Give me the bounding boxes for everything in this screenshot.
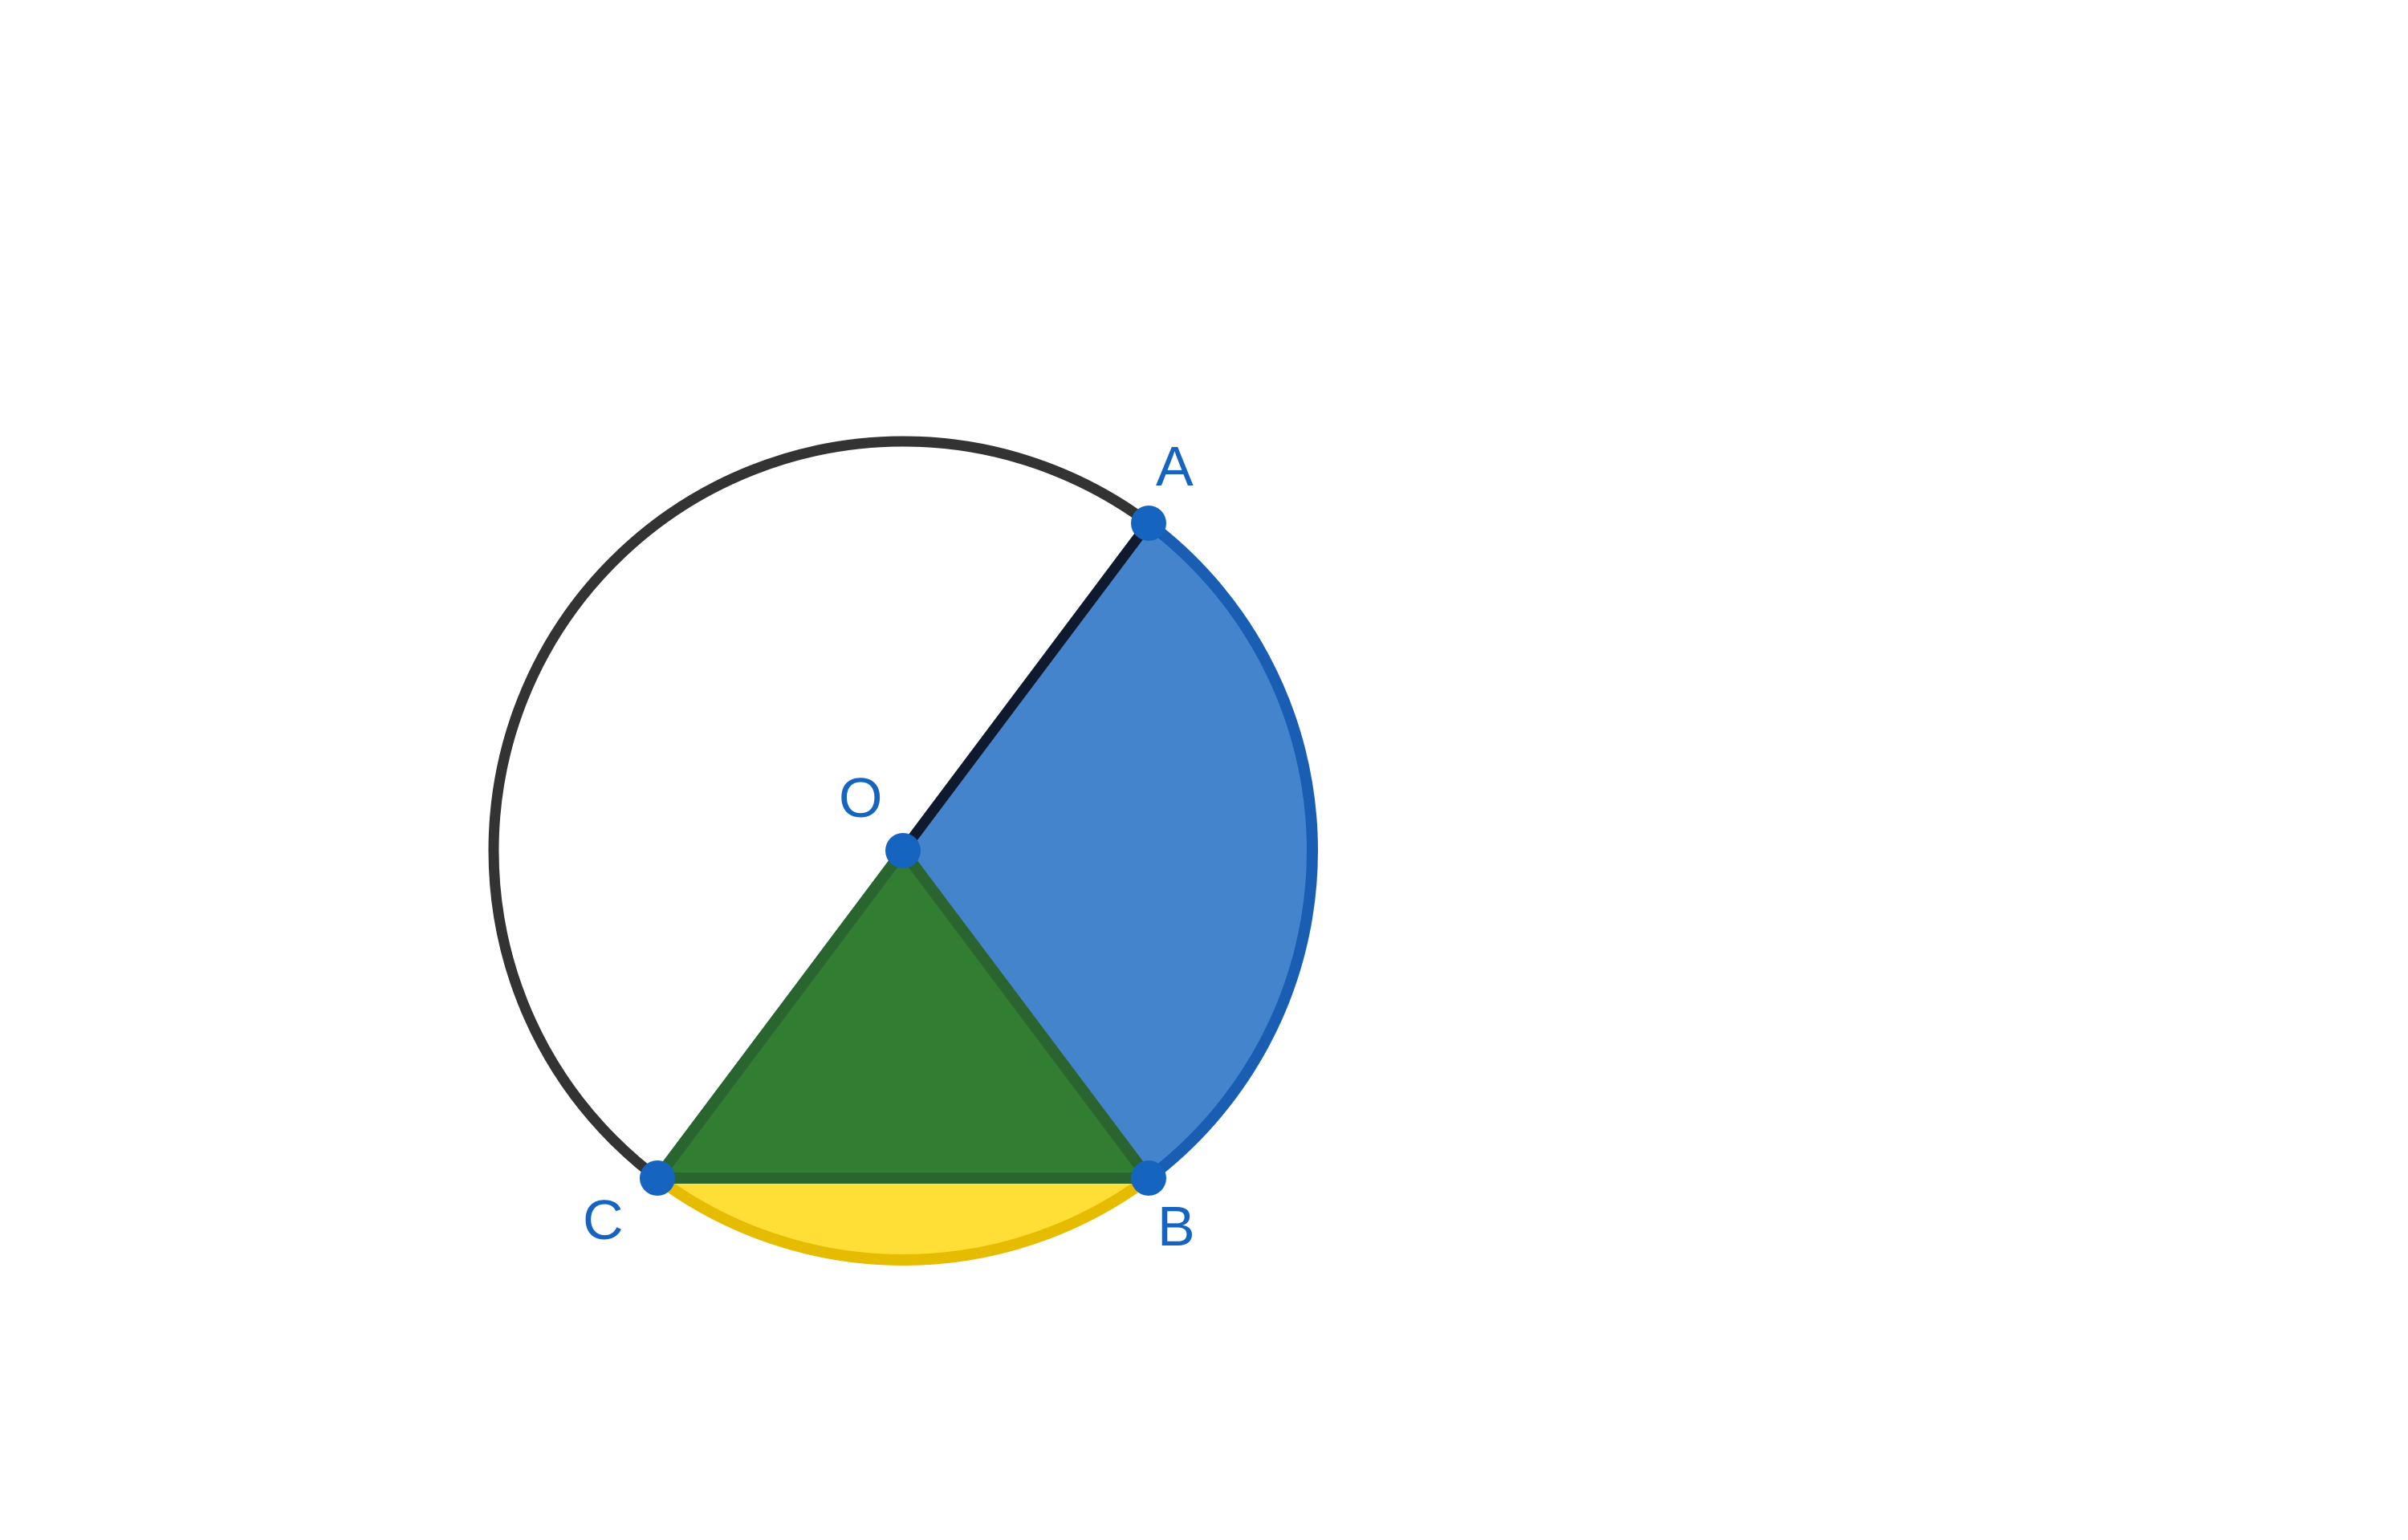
point-o <box>885 833 921 868</box>
triangle-obc <box>652 845 1154 1184</box>
radius-oa <box>898 520 1153 854</box>
label-a: A <box>1156 435 1194 498</box>
point-b <box>1131 1160 1166 1196</box>
sector-aob <box>903 523 1313 1178</box>
point-c <box>640 1160 675 1196</box>
arc-ab <box>1145 518 1318 1183</box>
label-c: C <box>583 1189 624 1251</box>
point-a <box>1131 506 1166 541</box>
label-o: O <box>839 766 882 829</box>
arc-bc <box>653 1173 1153 1266</box>
label-b: B <box>1157 1195 1195 1258</box>
